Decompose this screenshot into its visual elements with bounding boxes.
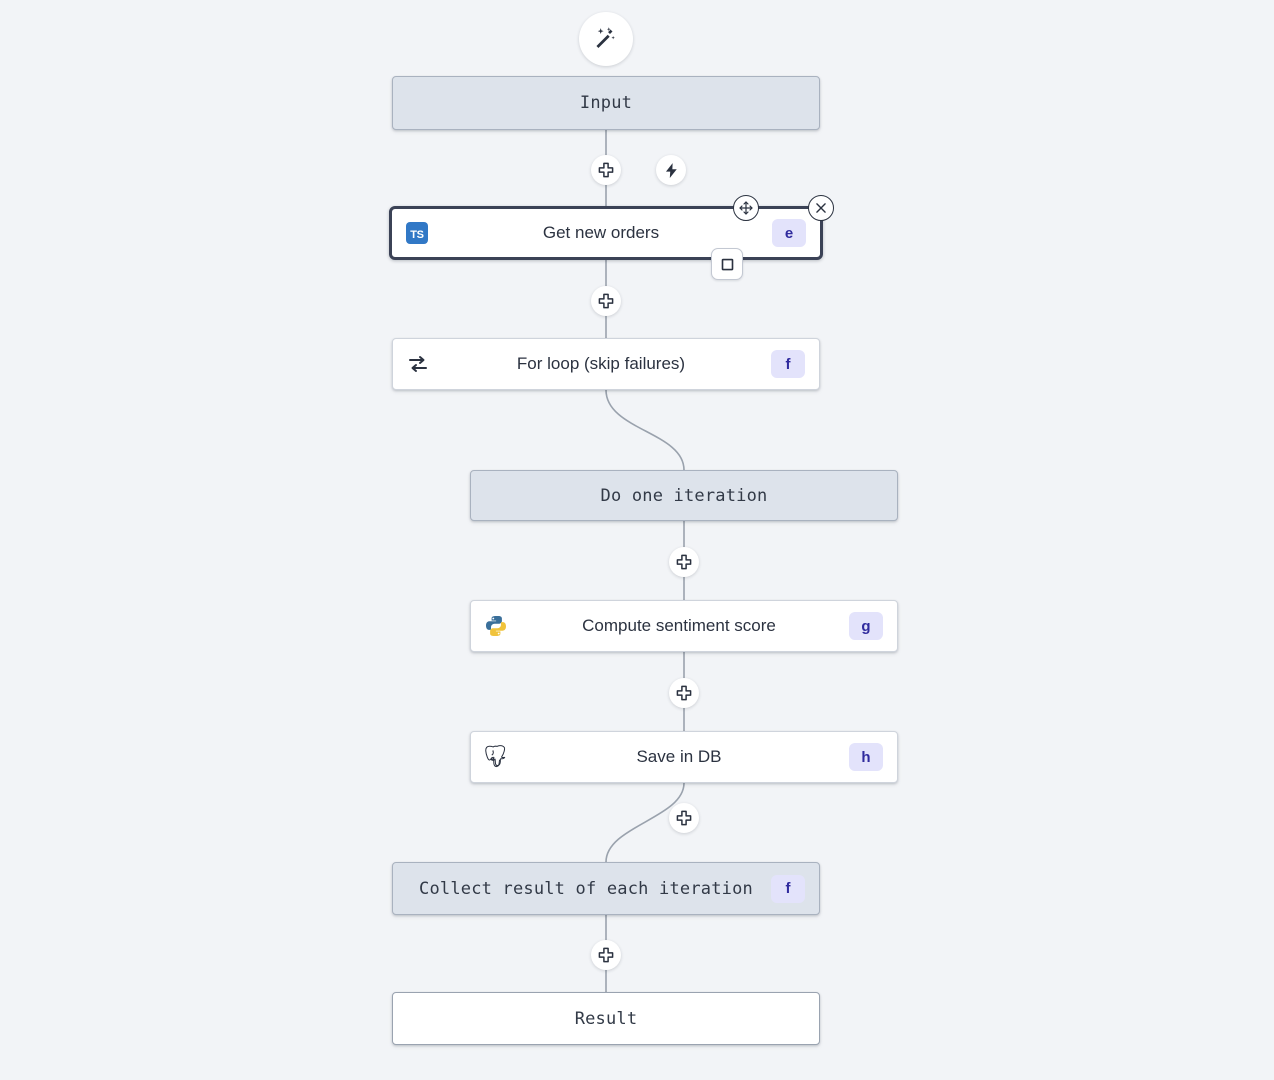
node-do-one-iteration[interactable]: Do one iteration bbox=[470, 470, 898, 521]
node-for-loop-label: For loop (skip failures) bbox=[516, 354, 686, 373]
node-get-new-orders-badge: e bbox=[772, 219, 806, 247]
plus-icon bbox=[598, 293, 614, 309]
plus-icon bbox=[676, 685, 692, 701]
move-node-handle[interactable] bbox=[733, 195, 759, 221]
postgresql-icon bbox=[483, 744, 509, 770]
node-input-label: Input bbox=[579, 93, 633, 113]
move-arrows-icon bbox=[739, 201, 753, 215]
python-icon bbox=[483, 613, 509, 639]
typescript-icon-text: TS bbox=[406, 222, 428, 244]
typescript-icon: TS bbox=[404, 220, 430, 246]
node-for-loop-badge: f bbox=[771, 350, 805, 378]
magic-wand-sparkles-icon bbox=[596, 27, 615, 48]
node-input[interactable]: Input bbox=[392, 76, 820, 130]
node-save-in-db-badge: h bbox=[849, 743, 883, 771]
node-get-new-orders-label: Get new orders bbox=[542, 223, 660, 242]
add-step-button-after-input[interactable] bbox=[591, 155, 621, 185]
plus-icon bbox=[598, 947, 614, 963]
node-result-label: Result bbox=[574, 1008, 638, 1029]
trigger-button[interactable] bbox=[656, 155, 686, 185]
node-collect-result-label: Collect result of each iteration bbox=[419, 878, 753, 899]
ai-assistant-button[interactable] bbox=[579, 12, 633, 66]
loop-repeat-icon bbox=[405, 351, 431, 377]
add-step-button-after-save-in-db[interactable] bbox=[669, 803, 699, 833]
lightning-bolt-icon bbox=[665, 162, 677, 178]
plus-icon bbox=[676, 810, 692, 826]
close-node-button[interactable] bbox=[808, 195, 834, 221]
node-compute-sentiment-score[interactable]: Compute sentiment score g bbox=[470, 600, 898, 652]
plus-icon bbox=[598, 162, 614, 178]
node-save-in-db-label: Save in DB bbox=[636, 747, 722, 766]
node-collect-result-badge: f bbox=[771, 874, 805, 903]
node-for-loop[interactable]: For loop (skip failures) f bbox=[392, 338, 820, 390]
node-compute-sentiment-score-label: Compute sentiment score bbox=[582, 616, 776, 635]
close-icon bbox=[816, 203, 826, 213]
branch-node-button[interactable] bbox=[711, 248, 743, 280]
node-collect-result[interactable]: Collect result of each iteration f bbox=[392, 862, 820, 915]
add-step-button-after-get-new-orders[interactable] bbox=[591, 286, 621, 316]
add-step-button-after-collect-result[interactable] bbox=[591, 940, 621, 970]
add-step-button-after-do-one-iteration[interactable] bbox=[669, 547, 699, 577]
square-outline-icon bbox=[721, 258, 733, 270]
plus-icon bbox=[676, 554, 692, 570]
node-result[interactable]: Result bbox=[392, 992, 820, 1045]
node-save-in-db[interactable]: Save in DB h bbox=[470, 731, 898, 783]
node-do-one-iteration-label: Do one iteration bbox=[600, 485, 768, 506]
node-compute-sentiment-score-badge: g bbox=[849, 612, 883, 640]
node-get-new-orders[interactable]: TS Get new orders e bbox=[389, 206, 823, 260]
add-step-button-after-compute-sentiment-score[interactable] bbox=[669, 678, 699, 708]
